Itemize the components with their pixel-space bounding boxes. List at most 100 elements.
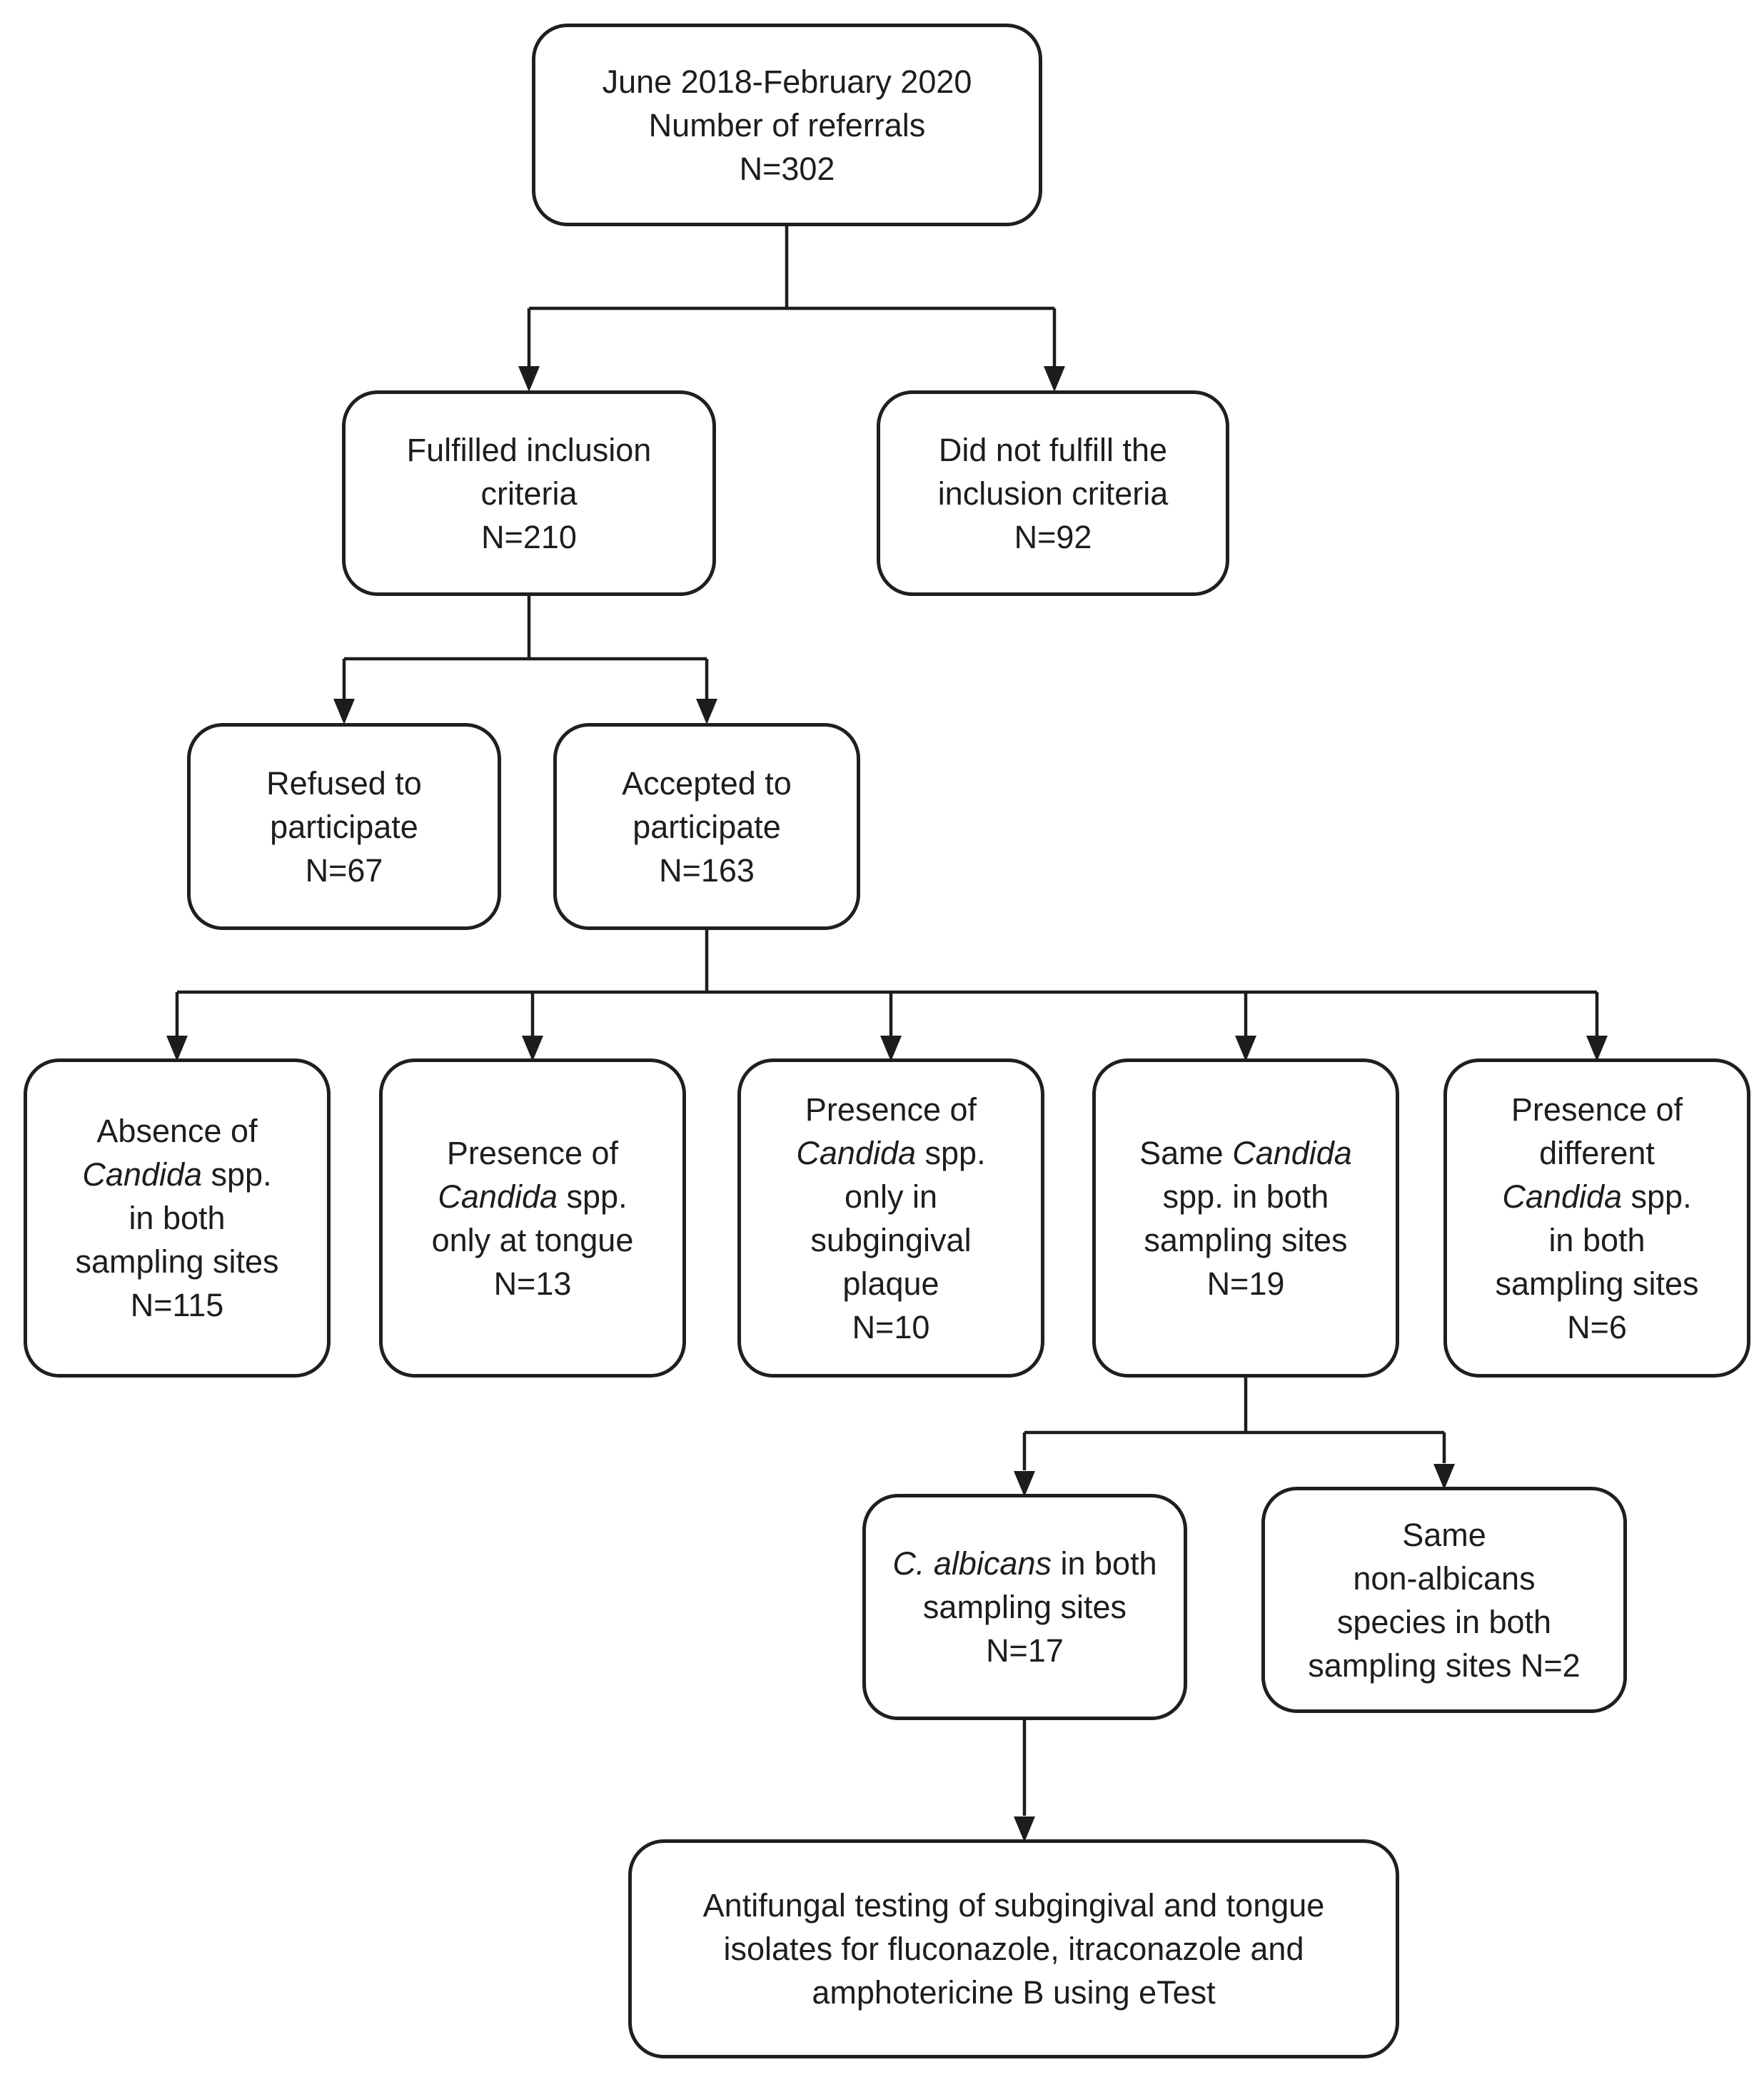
text-segment: criteria <box>480 475 578 512</box>
text-line: spp. in both <box>1139 1175 1352 1218</box>
edge-same-candida-split <box>1022 1378 1446 1470</box>
text-line: non-albicans <box>1308 1557 1580 1600</box>
text-line: sampling sites <box>1139 1218 1352 1262</box>
text-line: participate <box>622 805 792 849</box>
text-segment: N=163 <box>659 852 755 889</box>
text-line: Did not fulfill the <box>938 428 1169 472</box>
text-line: Candida spp. <box>796 1131 985 1175</box>
text-segment: Number of referrals <box>648 106 926 143</box>
text-segment: June 2018-February 2020 <box>602 63 972 100</box>
text-line: amphotericine B using eTest <box>703 1971 1325 2014</box>
text-segment: different <box>1539 1134 1655 1171</box>
text-segment: subgingival <box>810 1221 972 1258</box>
text-segment: N=17 <box>986 1632 1064 1669</box>
arrowhead <box>1586 1036 1608 1061</box>
text-segment: in both <box>1548 1221 1645 1258</box>
text-line: Candida spp. <box>1495 1175 1698 1218</box>
node-antifungal-testing: Antifungal testing of subgingival and to… <box>628 1839 1399 2058</box>
text-segment: participate <box>270 808 418 845</box>
text-line: Presence of <box>432 1131 634 1175</box>
text-line: N=163 <box>622 849 792 892</box>
text-segment: Refused to <box>266 764 422 802</box>
text-segment: N=19 <box>1206 1265 1285 1302</box>
text-segment: N=6 <box>1567 1308 1627 1345</box>
arrowhead <box>522 1036 543 1061</box>
text-segment: inclusion criteria <box>937 475 1169 512</box>
text-line: sampling sites N=2 <box>1308 1644 1580 1687</box>
text-segment: sampling sites <box>922 1589 1127 1625</box>
text-segment: Presence of <box>1511 1091 1683 1128</box>
text-line: in both <box>1495 1218 1698 1262</box>
text-line: sampling sites <box>892 1585 1156 1629</box>
arrowhead <box>880 1036 902 1061</box>
text-segment: sampling sites <box>1495 1265 1699 1302</box>
text-line: June 2018-February 2020 <box>603 60 972 103</box>
text-segment: participate <box>632 808 781 845</box>
taxon-name-italic: Candida <box>1502 1178 1623 1215</box>
text-segment: Antifungal testing of subgingival and to… <box>702 1887 1325 1924</box>
text-segment: spp. <box>916 1134 986 1171</box>
text-line: N=92 <box>938 515 1169 559</box>
text-segment: only in <box>844 1178 938 1215</box>
text-segment: Accepted to <box>622 764 792 802</box>
text-segment: N=302 <box>739 150 835 187</box>
text-line: Accepted to <box>622 762 792 805</box>
text-line: only at tongue <box>432 1218 634 1262</box>
text-line: species in both <box>1308 1600 1580 1644</box>
taxon-name-italic: Candida <box>796 1134 917 1171</box>
text-line: N=13 <box>432 1262 634 1305</box>
text-line: Absence of <box>75 1109 278 1153</box>
arrowhead <box>1014 1471 1035 1497</box>
edge-referrals-split <box>527 226 1057 367</box>
arrowhead <box>1235 1036 1256 1061</box>
text-line: N=17 <box>892 1629 1156 1672</box>
taxon-name-italic: Candida <box>1232 1134 1352 1171</box>
arrowhead <box>696 699 717 724</box>
text-line: Candida spp. <box>75 1153 278 1196</box>
text-segment: spp. <box>202 1156 272 1193</box>
text-line: Presence of <box>796 1088 985 1131</box>
text-line: criteria <box>407 472 652 515</box>
arrowhead <box>166 1036 188 1061</box>
text-line: C. albicans in both <box>892 1542 1156 1585</box>
text-segment: N=13 <box>493 1265 572 1302</box>
text-segment: species in both <box>1336 1603 1552 1640</box>
text-segment: non-albicans <box>1353 1560 1536 1597</box>
text-line: inclusion criteria <box>938 472 1169 515</box>
text-line: different <box>1495 1131 1698 1175</box>
taxon-name-italic: Candida <box>438 1178 558 1215</box>
edge-fulfilled-split <box>342 596 709 699</box>
text-segment: plaque <box>842 1265 939 1302</box>
text-line: plaque <box>796 1262 985 1305</box>
text-line: N=302 <box>603 147 972 191</box>
text-segment: isolates for fluconazole, itraconazole a… <box>723 1931 1304 1967</box>
text-segment: in both <box>128 1200 226 1236</box>
text-line: sampling sites <box>1495 1262 1698 1305</box>
arrowhead <box>518 366 540 392</box>
text-line: Refused to <box>266 762 422 805</box>
arrowhead <box>1044 366 1065 392</box>
arrowhead <box>1014 1816 1035 1842</box>
text-segment: N=210 <box>481 518 577 555</box>
taxon-name-italic: Candida <box>82 1156 203 1193</box>
text-line: participate <box>266 805 422 849</box>
text-segment: Same <box>1139 1134 1233 1171</box>
text-line: Number of referrals <box>603 103 972 147</box>
text-segment: Absence of <box>96 1113 258 1149</box>
